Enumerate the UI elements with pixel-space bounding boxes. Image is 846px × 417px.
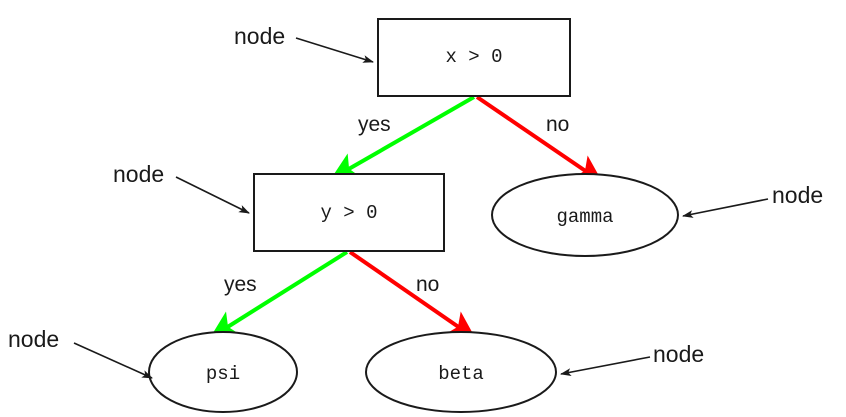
callout-gamma-arrow <box>682 198 769 218</box>
callout-psi-arrow <box>73 342 153 379</box>
leaf-node-psi-label: psi <box>206 363 240 385</box>
edge-label-second-no: no <box>416 273 439 296</box>
callout-psi: node <box>8 326 153 379</box>
callout-root: node <box>234 23 374 63</box>
edge-second-yes-line <box>209 250 349 339</box>
leaf-node-gamma[interactable]: gamma <box>491 173 679 257</box>
edge-label-root-no: no <box>546 113 569 136</box>
edge-root-yes: yes <box>330 95 475 180</box>
leaf-node-psi[interactable]: psi <box>148 331 298 413</box>
decision-node-second[interactable]: y > 0 <box>253 173 445 252</box>
edge-label-second-yes: yes <box>224 273 257 296</box>
edge-root-yes-line <box>330 95 475 180</box>
callout-second-arrow <box>175 176 250 214</box>
callout-second: node <box>113 161 250 214</box>
decision-node-second-label: y > 0 <box>320 202 377 224</box>
leaf-node-gamma-shape[interactable] <box>491 173 679 257</box>
edge-second-no: no <box>348 250 476 339</box>
callout-beta-arrow <box>560 356 651 376</box>
edge-root-no-line <box>475 95 603 183</box>
callout-beta-label: node <box>653 341 704 367</box>
decision-node-root-label: x > 0 <box>445 46 502 68</box>
callout-gamma: node <box>682 182 823 218</box>
callout-root-label: node <box>234 23 285 49</box>
leaf-node-beta-label: beta <box>438 363 484 385</box>
decision-node-second-shape[interactable] <box>253 173 445 252</box>
edge-second-yes: yes <box>209 250 349 339</box>
callout-gamma-label: node <box>772 182 823 208</box>
leaf-node-gamma-label: gamma <box>556 206 613 228</box>
edge-second-no-line <box>348 250 476 339</box>
decision-node-root-shape[interactable] <box>377 18 571 97</box>
leaf-node-beta-shape[interactable] <box>365 331 557 413</box>
edge-root-no: no <box>475 95 603 183</box>
edge-label-root-yes: yes <box>358 113 391 136</box>
callout-second-label: node <box>113 161 164 187</box>
leaf-node-beta[interactable]: beta <box>365 331 557 413</box>
callout-beta: node <box>560 341 704 376</box>
callout-root-arrow <box>295 37 374 63</box>
decision-node-root[interactable]: x > 0 <box>377 18 571 97</box>
callout-psi-label: node <box>8 326 59 352</box>
